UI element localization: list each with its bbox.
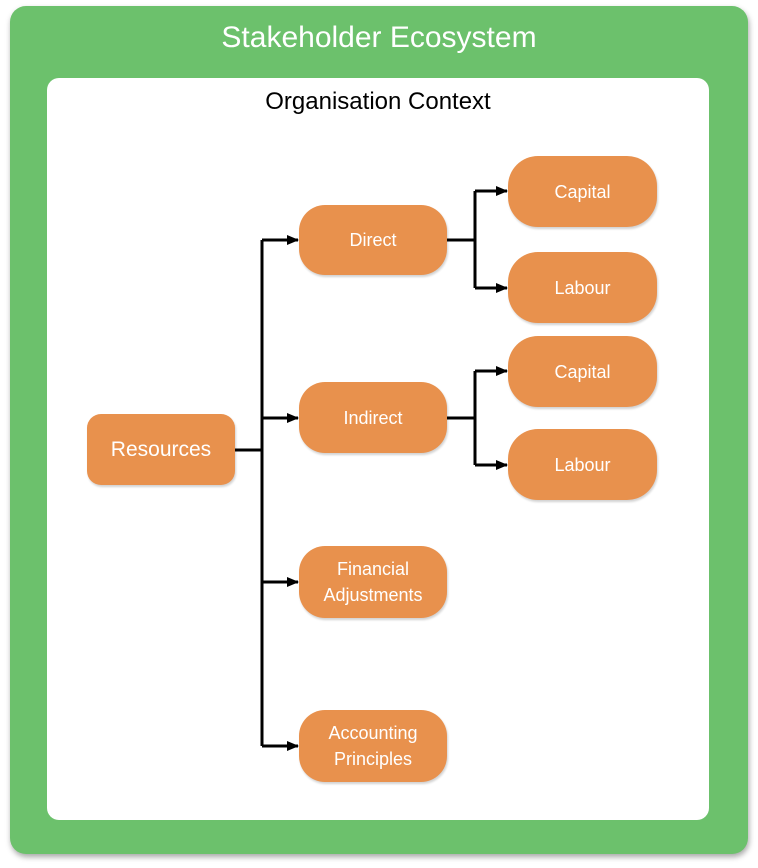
node-accounting-principles: Accounting Principles [299,710,447,782]
node-direct-capital: Capital [508,156,657,227]
ecosystem-title: Stakeholder Ecosystem [221,21,537,54]
node-indirect-capital: Capital [508,336,657,407]
node-indirect: Indirect [299,382,447,453]
node-indirect-labour: Labour [508,429,657,500]
node-resources: Resources [87,414,235,485]
node-direct: Direct [299,205,447,275]
organisation-context-title: Organisation Context [265,88,491,115]
node-financial-adjustments: Financial Adjustments [299,546,447,618]
node-direct-labour: Labour [508,252,657,323]
